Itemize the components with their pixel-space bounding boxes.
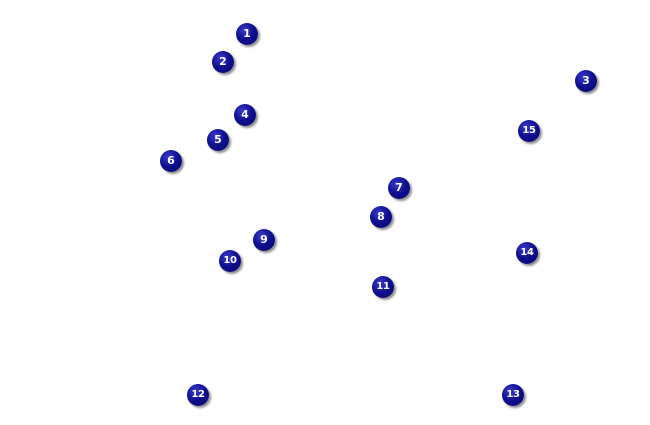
- marker-10[interactable]: 10: [219, 250, 241, 272]
- marker-1[interactable]: 1: [236, 23, 258, 45]
- marker-2[interactable]: 2: [212, 51, 234, 73]
- marker-9[interactable]: 9: [253, 229, 275, 251]
- marker-3[interactable]: 3: [575, 70, 597, 92]
- marker-13[interactable]: 13: [502, 384, 524, 406]
- marker-14[interactable]: 14: [516, 242, 538, 264]
- marker-6[interactable]: 6: [160, 150, 182, 172]
- marker-8[interactable]: 8: [370, 206, 392, 228]
- marker-5[interactable]: 5: [207, 129, 229, 151]
- marker-12[interactable]: 12: [187, 384, 209, 406]
- marker-11[interactable]: 11: [372, 276, 394, 298]
- marker-7[interactable]: 7: [388, 177, 410, 199]
- marker-15[interactable]: 15: [518, 120, 540, 142]
- marker-4[interactable]: 4: [234, 104, 256, 126]
